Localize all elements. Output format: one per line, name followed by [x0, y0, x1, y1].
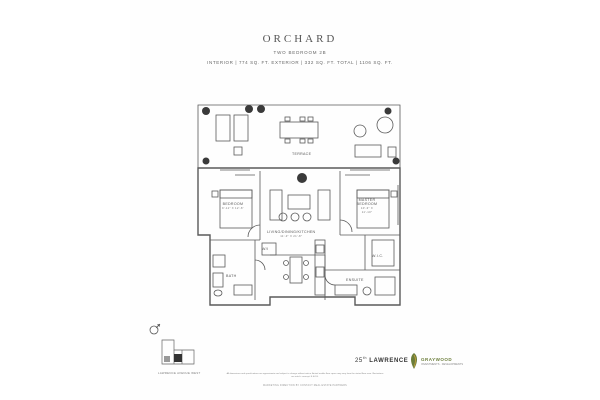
room-label-living: LIVING/DINING/KITCHEN 11'-3" X 21'-8" [267, 230, 315, 238]
living-dimensions: 11'-3" X 21'-8" [280, 234, 303, 238]
project-number-suffix: th [362, 356, 367, 360]
floor-plan [197, 104, 401, 306]
bedroom-name: BEDROOM [222, 202, 244, 206]
project-name: LAWRENCE [369, 358, 409, 364]
developer-logo-icon [411, 353, 417, 369]
project-logo: 25th LAWRENCE [355, 356, 408, 364]
developer-tagline: INVESTMENTS · DEVELOPMENTS [421, 363, 464, 366]
room-label-bath: BATH [226, 274, 237, 278]
developer-name: GRAYWOOD [421, 357, 453, 362]
marketing-credit: MARKETING DIRECTION BY CONTACT REAL ESTA… [263, 384, 347, 387]
suite-areas: INTERIOR | 774 SQ. FT. EXTERIOR | 332 SQ… [207, 60, 393, 65]
room-label-ensuite: ENSUITE [346, 278, 364, 282]
room-label-terrace: TERRACE [292, 152, 312, 156]
living-name: LIVING/DINING/KITCHEN [267, 230, 316, 234]
suite-type: TWO BEDROOM 2B [273, 50, 327, 55]
disclaimer-text: All dimensions and specifications are ap… [226, 373, 384, 378]
room-label-wi: W/I [262, 247, 269, 251]
master-dimensions: 10'-3" X 11'-10" [360, 206, 374, 214]
key-plan-label: LAWRENCE AVENUE WEST [158, 371, 201, 375]
key-plan [161, 339, 195, 365]
master-name: MASTER BEDROOM [356, 198, 378, 206]
project-number: 25 [355, 358, 363, 364]
room-label-bedroom: BEDROOM 9'-11" X 12'-6" [222, 202, 244, 210]
floorplan-sheet [130, 0, 470, 400]
suite-name: ORCHARD [262, 33, 338, 45]
room-label-master: MASTER BEDROOM 10'-3" X 11'-10" [356, 198, 378, 214]
room-label-wic: W.I.C. [372, 254, 384, 258]
north-arrow-icon [149, 323, 161, 335]
bedroom-dimensions: 9'-11" X 12'-6" [222, 206, 244, 210]
